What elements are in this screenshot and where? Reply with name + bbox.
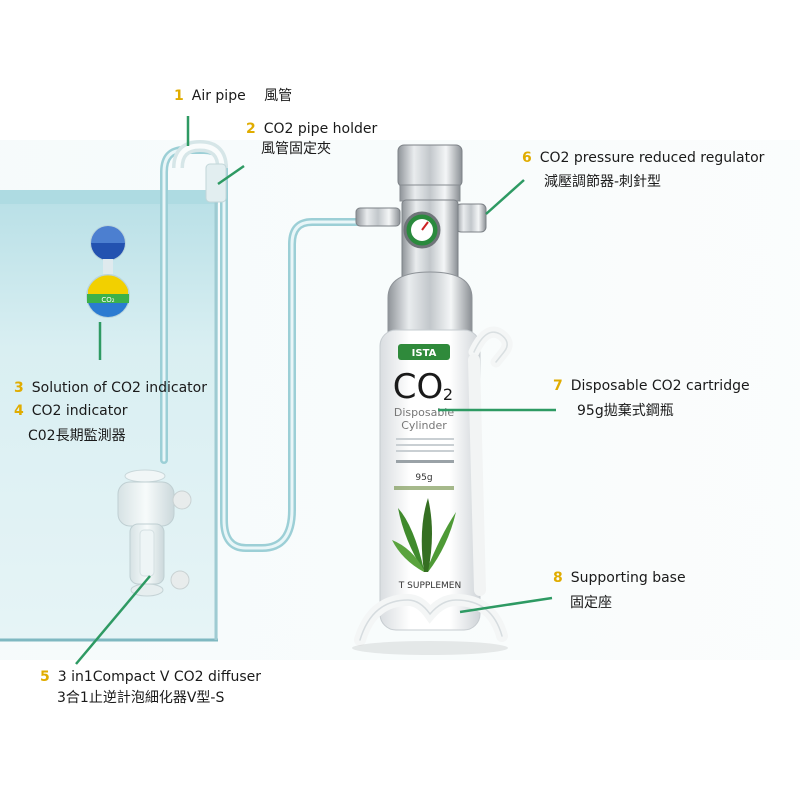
label-number: 5 xyxy=(40,669,50,685)
water-surface xyxy=(0,190,218,204)
leader-lines xyxy=(75,116,556,665)
brand-logo xyxy=(398,344,450,360)
label-number: 2 xyxy=(246,121,256,137)
label-name: Supporting base xyxy=(570,570,686,586)
label-number: 4 xyxy=(14,403,24,419)
indicator-solution-top xyxy=(91,226,125,243)
indicator-label: CO₂ xyxy=(101,296,114,304)
regulator-valve xyxy=(455,203,487,233)
pipe-holder-clip xyxy=(172,139,228,203)
label-name: Solution of CO2 indicator xyxy=(31,380,207,396)
plant-graphic xyxy=(392,498,456,572)
cylinder-line-cylinder: Cylinder xyxy=(401,419,447,432)
label-name-zh: C02長期監測器 xyxy=(28,428,126,444)
base-shadow xyxy=(352,641,508,655)
label-diffuser: 5 3 in1Compact V CO2 diffuser 3合1止逆計泡細化器V… xyxy=(40,669,261,706)
label-number: 3 xyxy=(14,380,24,396)
diffuser-chamber xyxy=(117,481,175,527)
fine-print-2 xyxy=(396,444,454,446)
co2-diffuser xyxy=(117,469,192,597)
supporting-base xyxy=(352,326,513,655)
label-name-zh: 固定座 xyxy=(570,595,612,611)
label-pipe-holder: 2 CO2 pipe holder 風管固定夾 xyxy=(246,121,378,157)
label-name-zh: 風管 xyxy=(264,88,293,104)
label-name-zh: 風管固定夾 xyxy=(261,141,331,157)
aquarium-tank xyxy=(0,190,218,642)
suction-cup-upper xyxy=(172,490,192,510)
label-name-zh: 95g拋棄式鋼瓶 xyxy=(577,403,674,419)
label-supporting-base: 8 Supporting base 固定座 xyxy=(553,570,686,611)
label-name: CO2 pressure reduced regulator xyxy=(539,150,765,166)
regulator-outlet xyxy=(355,207,401,227)
label-name: CO2 indicator xyxy=(31,403,128,419)
cylinder-co2-label: CO xyxy=(393,367,444,407)
label-air-pipe: 1 Air pipe 風管 xyxy=(174,88,292,105)
label-indicator: 4 CO2 indicator C02長期監測器 xyxy=(14,403,128,444)
label-cartridge: 7 Disposable CO2 cartridge 95g拋棄式鋼瓶 xyxy=(553,378,750,419)
base-spine xyxy=(468,354,486,596)
brand-text: ISTA xyxy=(412,348,437,359)
indicator-yellow-band xyxy=(88,275,128,296)
base-feet-outline xyxy=(359,599,503,641)
gauge-needle xyxy=(421,221,429,231)
label-name: CO2 pipe holder xyxy=(263,121,378,137)
label-indicator-solution: 3 Solution of CO2 indicator xyxy=(14,380,207,397)
label-number: 1 xyxy=(174,88,184,104)
label-name: 3 in1Compact V CO2 diffuser xyxy=(57,669,261,685)
leader-base xyxy=(459,596,553,614)
suction-cup-lower xyxy=(170,570,190,590)
diffuser-inner-tube xyxy=(139,529,155,577)
cylinder-line-disposable: Disposable xyxy=(394,406,454,419)
regulator-knob xyxy=(397,144,463,188)
co2-indicator-device: CO₂ xyxy=(86,225,130,318)
indicator-solution-bottom xyxy=(91,243,125,260)
label-regulator: 6 CO2 pressure reduced regulator 減壓調節器-刺針… xyxy=(522,150,765,190)
cylinder-band-text: T SUPPLEMEN xyxy=(398,581,461,591)
base-hook-outline xyxy=(473,331,508,363)
fine-print-chinese xyxy=(396,460,454,463)
cylinder-weight: 95g xyxy=(415,473,432,483)
label-name-zh: 3合1止逆計泡細化器V型-S xyxy=(57,690,225,706)
label-name: Disposable CO2 cartridge xyxy=(570,378,750,394)
indicator-green-band xyxy=(87,294,129,303)
pressure-regulator xyxy=(355,144,487,283)
label-number: 8 xyxy=(553,570,563,586)
label-number: 7 xyxy=(553,378,563,394)
fine-print-3 xyxy=(396,450,454,452)
label-name: Air pipe xyxy=(191,88,246,104)
regulator-collar xyxy=(399,184,461,202)
clip-arm xyxy=(205,163,227,203)
label-number: 6 xyxy=(522,150,532,166)
leader-regulator xyxy=(485,179,525,215)
leader-pipe-holder xyxy=(217,164,245,186)
co2-cylinder: ISTA CO 2 Disposable Cylinder 95g T SUPP… xyxy=(379,271,481,631)
leader-diffuser xyxy=(75,575,151,665)
cylinder-co2-subscript: 2 xyxy=(443,385,453,404)
fish-strip xyxy=(394,486,454,490)
label-name-zh: 減壓調節器-刺針型 xyxy=(544,174,662,190)
diffuser-top xyxy=(124,469,166,483)
diffuser-base xyxy=(130,583,164,597)
clip-shine xyxy=(175,143,225,169)
fine-print-1 xyxy=(396,438,454,440)
indicator-neck xyxy=(103,259,113,275)
